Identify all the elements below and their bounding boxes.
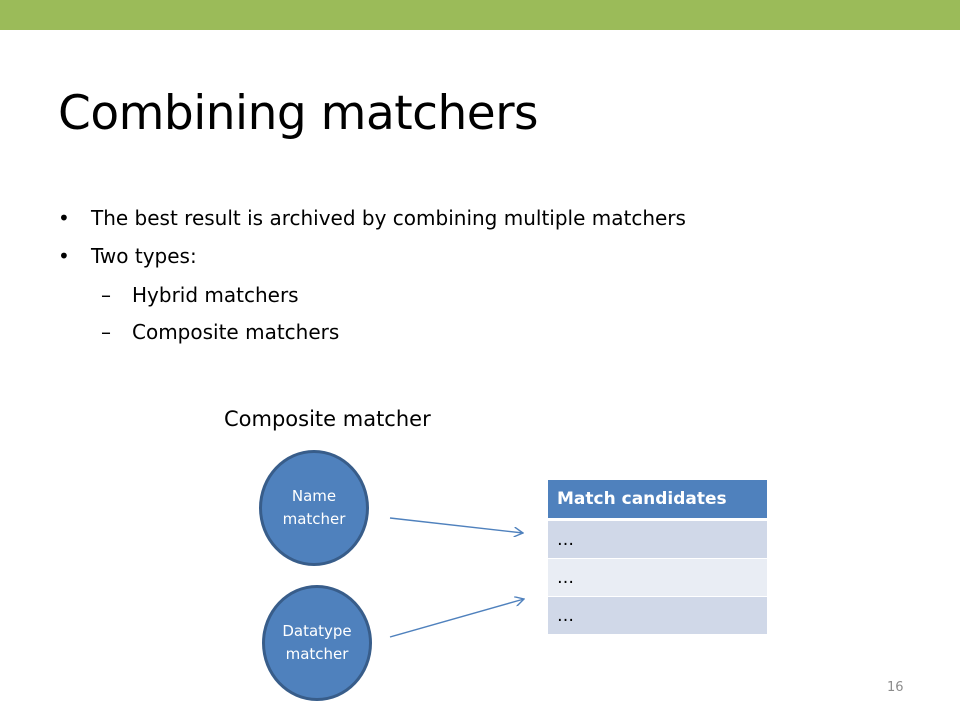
table-cell: … <box>548 559 767 597</box>
arrow-name-to-candidates <box>389 517 523 533</box>
node-label: Name matcher <box>282 486 346 528</box>
sub-bullet-item: Hybrid matchers <box>132 283 299 307</box>
diagram-caption: Composite matcher <box>224 407 431 431</box>
match-candidates-table: Match candidates … … … <box>548 480 767 635</box>
bullet-item: Two types: <box>91 244 197 268</box>
bullet-mark: • <box>58 244 70 268</box>
table-cell: … <box>548 597 767 635</box>
table-row: … <box>548 521 767 559</box>
node-label: Datatype matcher <box>282 621 352 663</box>
table-row: … <box>548 597 767 635</box>
page-number: 16 <box>887 680 904 695</box>
table-cell: … <box>548 521 767 559</box>
bullet-item: The best result is archived by combining… <box>91 206 686 230</box>
arrow-datatype-to-candidates <box>389 599 524 638</box>
name-matcher-node: Name matcher <box>259 450 369 566</box>
sub-bullet-item: Composite matchers <box>132 320 340 344</box>
top-accent-bar <box>0 0 960 30</box>
slide-title: Combining matchers <box>58 86 539 141</box>
sub-bullet-mark: – <box>101 283 111 307</box>
table-row: … <box>548 559 767 597</box>
datatype-matcher-node: Datatype matcher <box>262 585 372 701</box>
table-header: Match candidates <box>548 480 767 521</box>
sub-bullet-mark: – <box>101 320 111 344</box>
bullet-mark: • <box>58 206 70 230</box>
